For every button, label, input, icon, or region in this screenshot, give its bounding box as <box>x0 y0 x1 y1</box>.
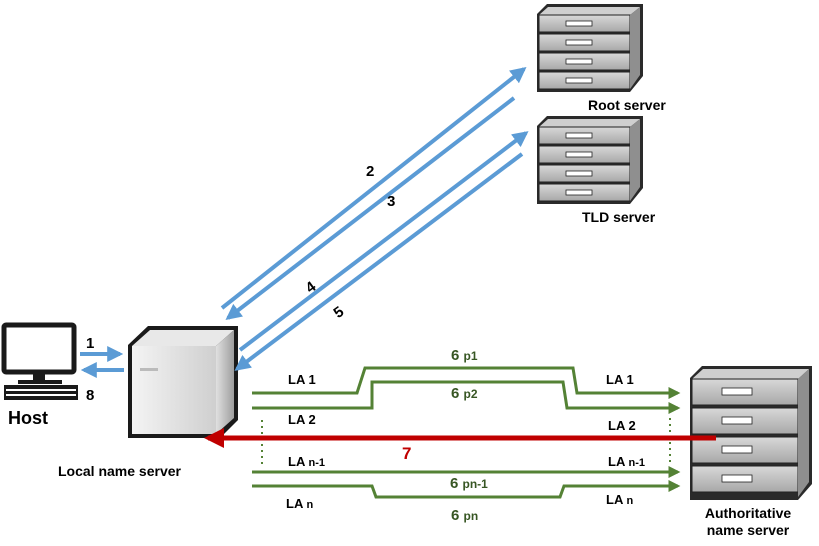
arrow-step-4 <box>238 131 529 352</box>
arrow-step-2 <box>220 67 527 310</box>
la-left-1: LA 1 <box>288 372 316 387</box>
authoritative-server-label-line2: name server <box>707 522 790 538</box>
la-right-n-1: LA n-1 <box>608 454 645 469</box>
path-arrow-p2 <box>252 380 681 414</box>
step-label-2: 2 <box>366 163 374 180</box>
step-label-5: 5 <box>330 303 347 322</box>
host-label: Host <box>8 408 48 428</box>
la-left-n: LA n <box>286 496 313 511</box>
tld-server-label: TLD server <box>582 209 656 225</box>
la-right-n: LA n <box>606 492 633 507</box>
path-label-pn-1: 6 pn-1 <box>450 475 488 492</box>
local-server-label: Local name server <box>58 463 182 479</box>
path-label-p1: 6 p1 <box>451 347 478 364</box>
step-label-3: 3 <box>387 193 395 210</box>
la-left-n-1: LA n-1 <box>288 454 325 469</box>
authoritative-server-label-line1: Authoritative <box>705 505 792 521</box>
la-right-1: LA 1 <box>606 372 634 387</box>
la-right-2: LA 2 <box>608 418 636 433</box>
arrow-step-5 <box>234 152 524 371</box>
authoritative-server-icon <box>690 366 812 500</box>
step-label-1: 1 <box>86 335 94 352</box>
path-label-p2: 6 p2 <box>451 385 478 402</box>
tld-server-icon <box>537 116 643 204</box>
root-server-label: Root server <box>588 97 666 113</box>
la-left-2: LA 2 <box>288 412 316 427</box>
step-label-8: 8 <box>86 387 94 404</box>
step-label-7: 7 <box>402 444 411 463</box>
path-arrow-p1 <box>252 366 681 399</box>
path-arrow-pn <box>252 480 681 499</box>
arrow-step-3 <box>225 96 516 320</box>
path-label-pn: 6 pn <box>451 507 478 524</box>
local-server-icon <box>128 326 238 438</box>
host-computer-icon <box>1 322 78 400</box>
root-server-icon <box>537 4 643 92</box>
